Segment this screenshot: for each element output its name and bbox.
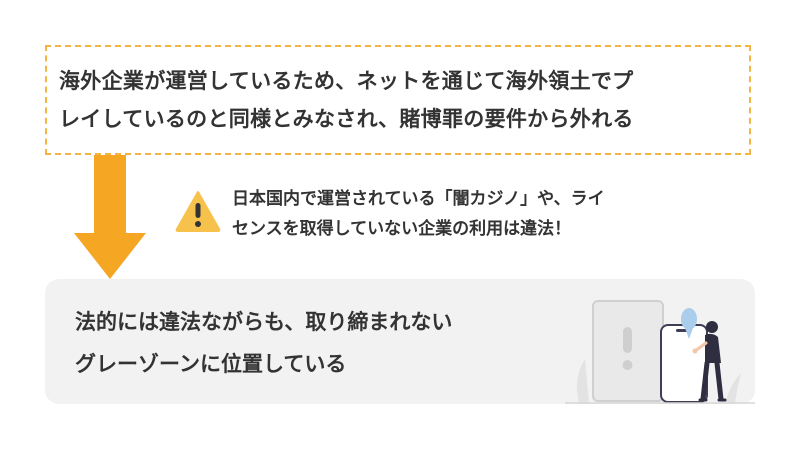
conclusion-line-1: 法的には違法ながらも、取り締まれない xyxy=(75,310,453,334)
warning-line-2: センスを取得していない企業の利用は違法！ xyxy=(232,219,572,239)
statement-line-1: 海外企業が運営しているため、ネットを通じて海外領土でプ xyxy=(59,69,634,93)
statement-box: 海外企業が運営しているため、ネットを通じて海外領土でプ レイしているのと同様とみ… xyxy=(45,45,751,155)
phone-warning-illustration xyxy=(565,300,755,404)
conclusion-box: 法的には違法ながらも、取り締まれない グレーゾーンに位置している xyxy=(45,279,755,404)
down-arrow-icon xyxy=(74,155,146,279)
warning-line-1: 日本国内で運営されている「闇カジノ」や、ライ xyxy=(232,189,605,209)
statement-line-2: レイしているのと同様とみなされ、賭博罪の要件から外れる xyxy=(59,107,634,131)
conclusion-text: 法的には違法ながらも、取り締まれない グレーゾーンに位置している xyxy=(75,301,452,385)
conclusion-line-2: グレーゾーンに位置している xyxy=(75,352,347,376)
warning-triangle-icon xyxy=(175,191,221,232)
warning-text: 日本国内で運営されている「闇カジノ」や、ライ センスを取得していない企業の利用は… xyxy=(232,184,605,244)
